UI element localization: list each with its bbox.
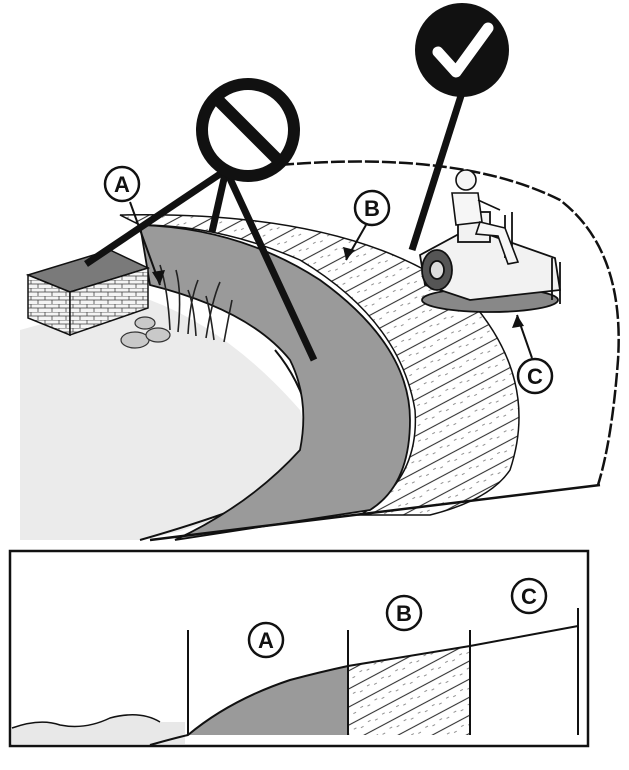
checkmark-icon [415, 3, 509, 97]
profile-label-b: B [387, 596, 421, 630]
svg-text:A: A [114, 172, 130, 197]
svg-text:C: C [527, 364, 543, 389]
svg-text:C: C [521, 584, 537, 609]
profile-label-a: A [249, 623, 283, 657]
svg-text:A: A [258, 628, 274, 653]
svg-text:B: B [364, 196, 380, 221]
svg-text:B: B [396, 601, 412, 626]
scene-label-b: B [355, 191, 389, 225]
prohibited-icon [202, 84, 294, 176]
slope-scene: A B C [20, 3, 619, 540]
slope-profile: A B C [10, 551, 588, 746]
scene-label-a: A [105, 167, 139, 201]
scene-label-c: C [518, 359, 552, 393]
profile-label-c: C [512, 579, 546, 613]
